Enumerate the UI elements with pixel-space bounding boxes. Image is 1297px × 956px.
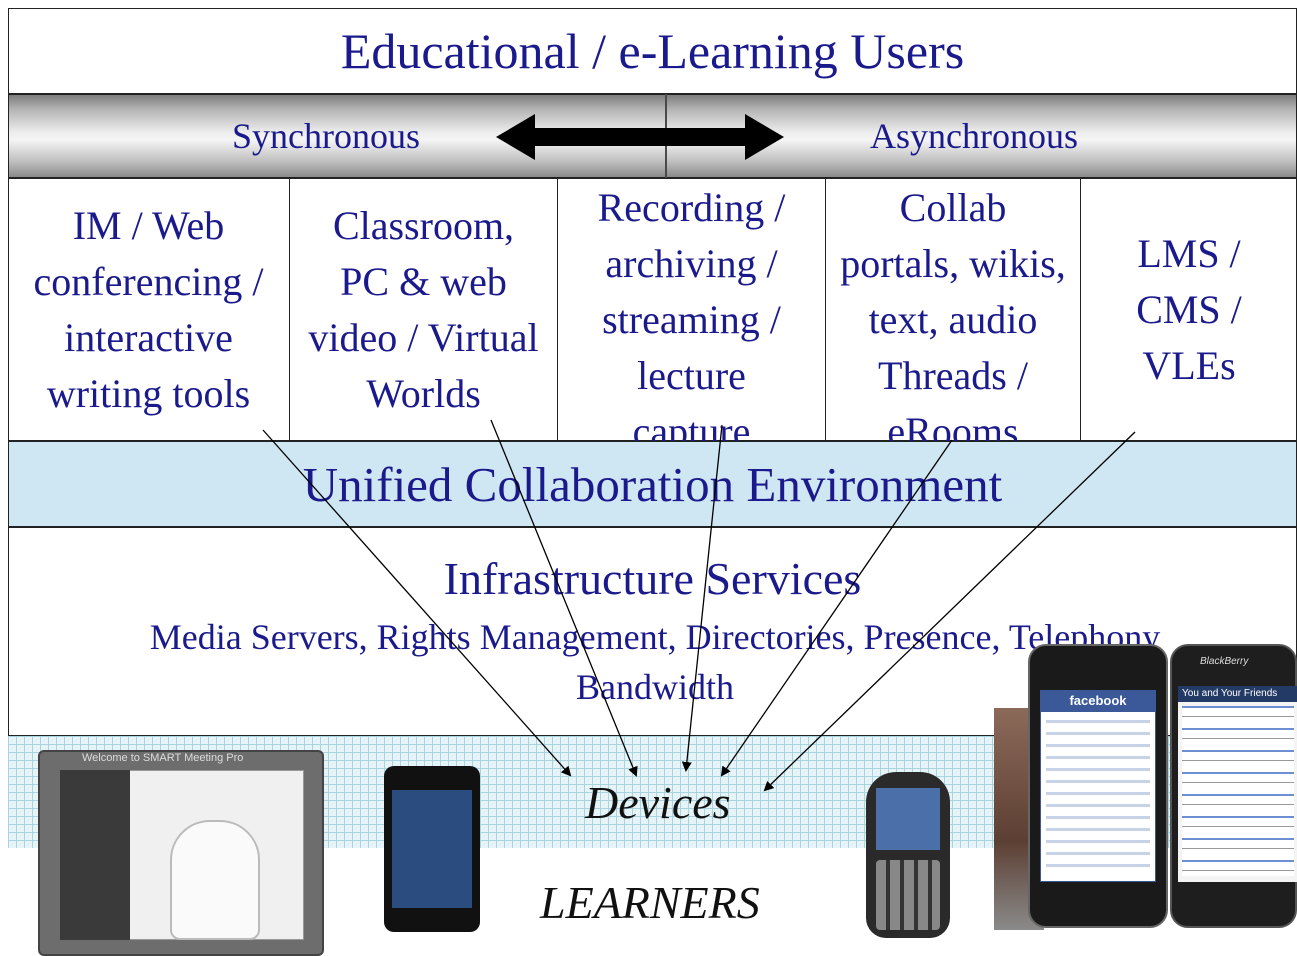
iphone-screen — [392, 790, 472, 908]
arrow-lms-to-devices — [763, 431, 1136, 792]
synchronous-label: Synchronous — [232, 116, 420, 156]
cell-divider — [289, 178, 290, 441]
arrow-im-to-devices — [262, 429, 572, 777]
learners-label: LEARNERS — [540, 877, 760, 928]
header-title: Educational / e-Learning Users — [8, 8, 1297, 94]
blackberry-pearl-screen — [876, 788, 940, 850]
category-classroom-video: Classroom, PC & web video / Virtual Worl… — [308, 202, 539, 416]
blackberry-brand: BlackBerry — [1200, 656, 1249, 667]
cell-divider — [557, 178, 558, 441]
smart-board-title: Welcome to SMART Meeting Pro — [82, 752, 244, 764]
smart-board-sidebar — [60, 770, 130, 940]
arrow-collab-to-devices — [720, 439, 953, 777]
facebook-header: facebook — [1040, 690, 1156, 712]
double-arrow — [496, 114, 784, 160]
facebook-feed — [1046, 720, 1150, 870]
devices-label: Devices — [585, 777, 731, 828]
category-lms: LMS / CMS / VLEs — [1136, 230, 1242, 388]
cell-divider — [1080, 178, 1081, 441]
blackberry-storm-feed — [1182, 706, 1294, 876]
blackberry-storm-header: You and Your Friends — [1178, 686, 1297, 702]
asynchronous-label: Asynchronous — [870, 116, 1078, 156]
hand-image — [170, 820, 260, 940]
arrow-classroom-to-devices — [490, 419, 638, 777]
categories-row — [8, 178, 1297, 441]
arrow-recording-to-devices — [681, 424, 723, 772]
infrastructure-subtitle: Media Servers, Rights Management, Direct… — [149, 617, 1161, 707]
infrastructure-title: Infrastructure Services — [443, 553, 862, 604]
category-collab-portals: Collab portals, wikis, text, audio Threa… — [840, 185, 1066, 454]
category-im-web-conferencing: IM / Web conferencing / interactive writ… — [33, 202, 264, 416]
cell-divider — [825, 178, 826, 441]
category-recording: Recording / archiving / streaming / lect… — [597, 185, 786, 454]
blackberry-pearl-keypad — [876, 860, 940, 930]
